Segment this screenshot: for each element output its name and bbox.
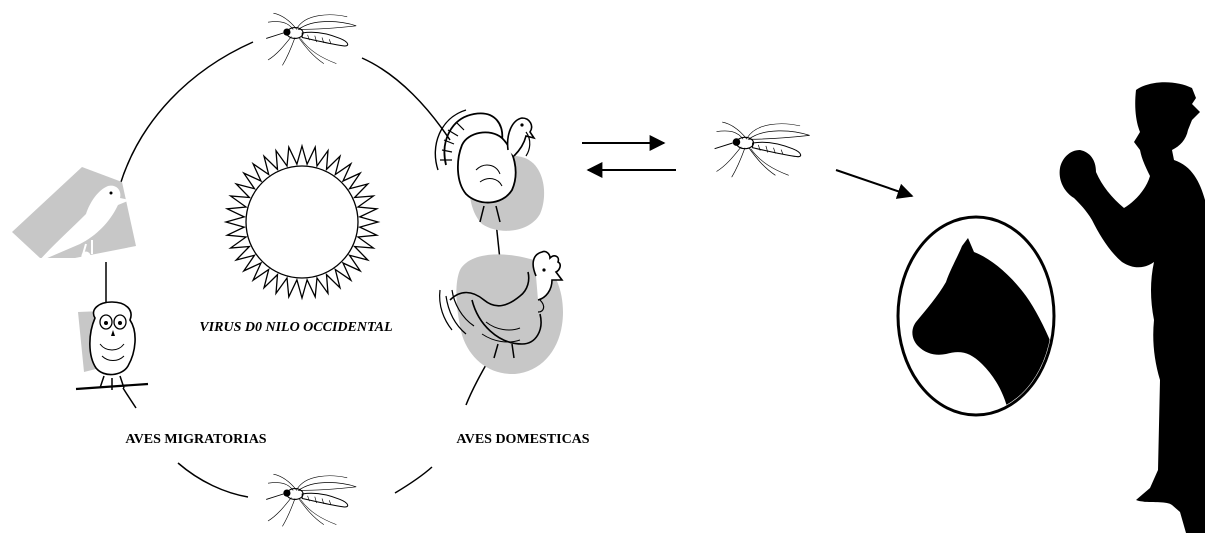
cycle-arc-left-lower-small xyxy=(123,388,136,408)
domestic-birds-label: AVES DOMESTICAS xyxy=(456,432,589,447)
rooster-icon xyxy=(440,251,563,374)
sun-virus-icon xyxy=(226,146,378,298)
mosquito-icon xyxy=(266,13,356,65)
mosquito-icon xyxy=(266,474,356,526)
migratory-birds-label: AVES MIGRATORIAS xyxy=(125,432,266,447)
virus-label: VIRUS D0 NILO OCCIDENTAL xyxy=(199,320,392,335)
mosquito-icon xyxy=(715,122,810,177)
cycle-arc-bottom-right xyxy=(395,467,432,493)
horse-head-icon xyxy=(898,217,1054,420)
human-silhouette-icon xyxy=(1060,82,1205,533)
cycle-arc-left-upper xyxy=(120,42,253,185)
songbird-icon xyxy=(12,167,136,262)
cycle-arc-bottom-left xyxy=(178,463,248,497)
owl-icon xyxy=(76,302,148,390)
cycle-arc-right-upper xyxy=(362,58,450,140)
turkey-icon xyxy=(435,110,544,231)
arrow-to-hosts xyxy=(836,170,912,196)
